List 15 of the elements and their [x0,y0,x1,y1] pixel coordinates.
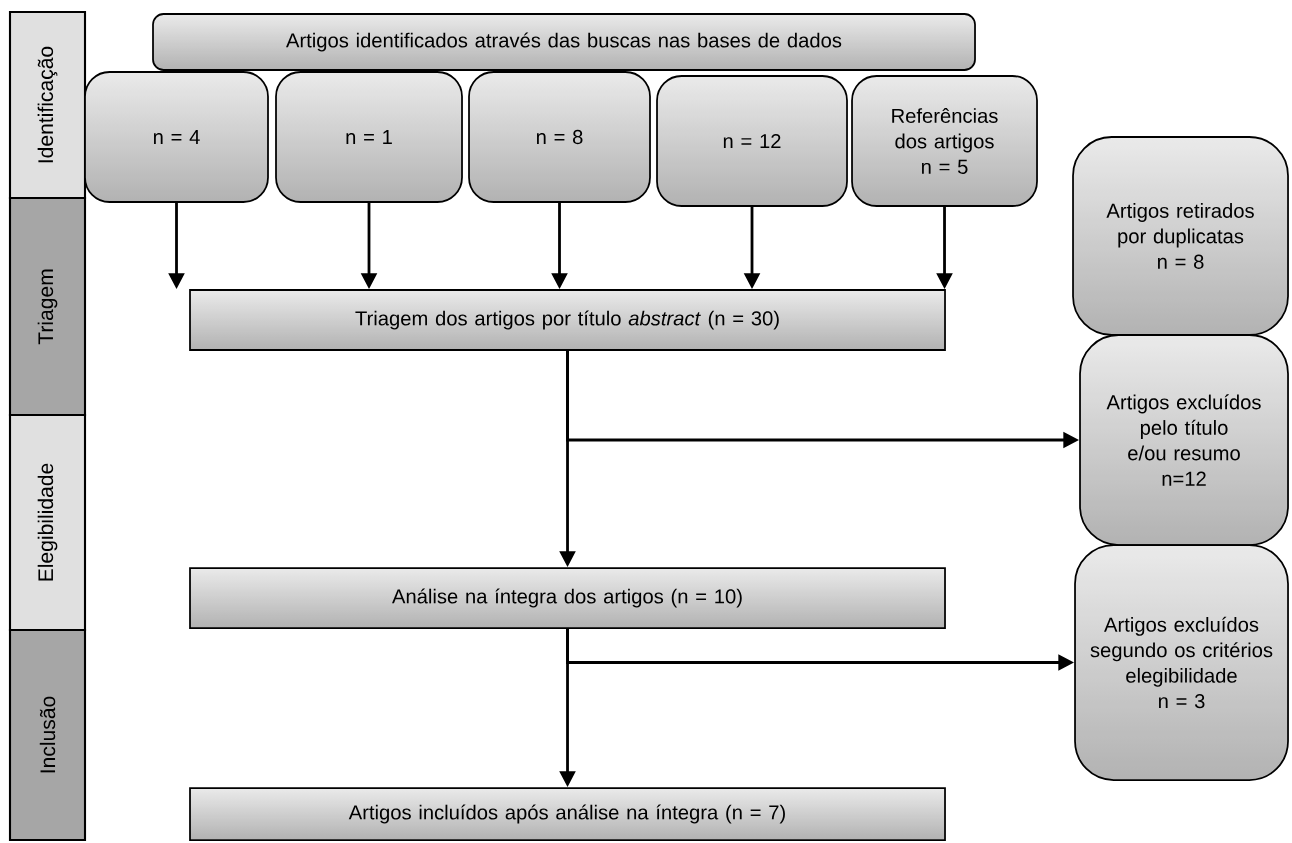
source-box: n = 1 [275,71,463,203]
source-box: n = 8 [468,71,651,203]
process-box: Triagem dos artigos por título abstract (n = 30) [189,289,946,351]
exclusion-box: Artigos retirados por duplicatas n = 8 [1072,136,1289,336]
exclusion-box: Artigos excluídos segundo os critérios elegibilidade n = 3 [1074,544,1289,781]
phase-band: Elegibilidade [8,413,87,632]
exclusion-box: Artigos excluídos pelo título e/ou resumo n=12 [1079,334,1289,546]
source-box: n = 4 [84,71,269,203]
process-box: Análise na íntegra dos artigos (n = 10) [189,567,946,629]
phase-band: Identificação [8,10,87,200]
source-box: Referências dos artigos n = 5 [851,75,1038,207]
process-box: Artigos incluídos após análise na íntegra (n = 7) [189,787,946,841]
phase-band: Triagem [8,196,87,417]
source-box: n = 12 [656,75,848,207]
phase-band: Inclusão [8,628,87,842]
